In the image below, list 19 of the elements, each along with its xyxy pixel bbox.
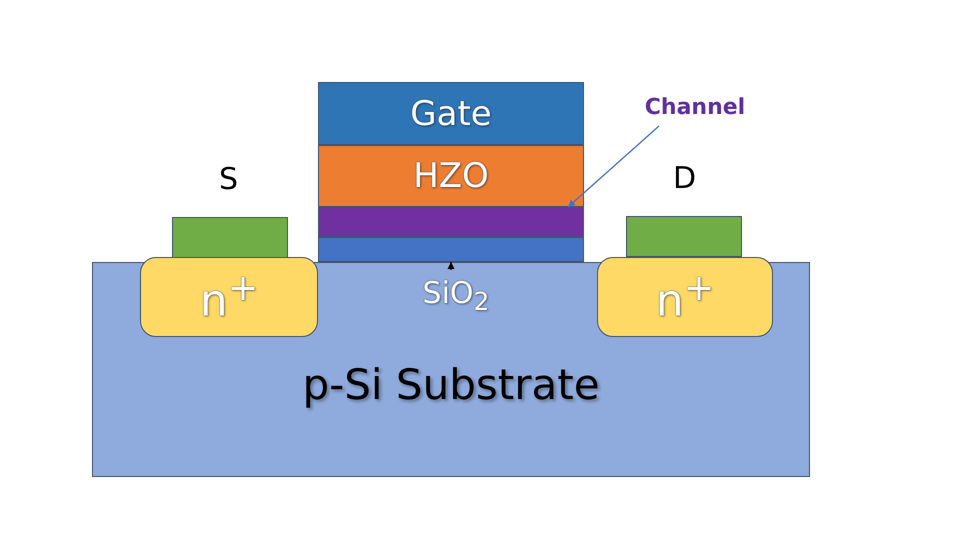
- layer-label: HZO: [413, 159, 489, 193]
- terminal-label: D: [673, 164, 696, 194]
- source-region: [140, 257, 318, 337]
- drain-contact: [626, 216, 742, 257]
- oxide-label: SiO$_{2}$: [422, 278, 490, 314]
- hzo-layer: [318, 145, 584, 207]
- drain-region: [597, 257, 773, 337]
- substrate-label: p-Si Substrate: [302, 364, 600, 406]
- channel-label: Channel: [644, 97, 746, 119]
- leader-line: [568, 126, 660, 208]
- gate-layer: [318, 82, 584, 145]
- terminal-label: S: [219, 165, 238, 195]
- arrow: [448, 262, 455, 270]
- oxide-layer: [318, 237, 584, 262]
- doping-label: n$^{+}$: [200, 270, 258, 324]
- doping-label: n$^{+}$: [656, 270, 714, 324]
- channel-layer: [318, 207, 584, 237]
- layer-label: Gate: [410, 96, 492, 130]
- source-contact: [172, 217, 288, 258]
